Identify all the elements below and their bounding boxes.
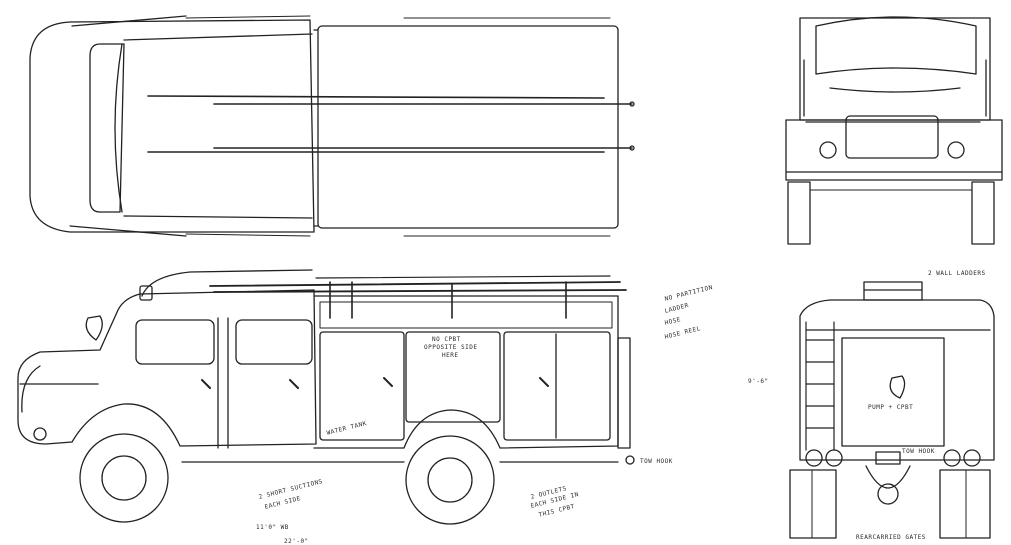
no-cpbt-label: No cpbt: [432, 336, 461, 343]
rear-view: [789, 281, 995, 539]
tow-hook-label: Tow hook: [640, 458, 673, 465]
front-view: [785, 16, 1003, 245]
opposite-side-label: opposite side: [424, 344, 478, 351]
height-label: 9'-6": [748, 378, 769, 385]
rear-caption-label: rearcarried gates: [856, 534, 926, 541]
top-view: [29, 15, 635, 237]
rear-tow-hook-label: tow hook: [902, 448, 935, 455]
pump-cpbt-label: pump + cpbt: [868, 404, 914, 411]
wheelbase-label: 11'0" WB: [256, 524, 289, 531]
wall-ladders-label: 2 wall ladders: [928, 270, 986, 277]
side-view: [17, 269, 635, 525]
here-label: here: [442, 352, 459, 359]
overall-length-label: 22'-0": [284, 538, 309, 545]
